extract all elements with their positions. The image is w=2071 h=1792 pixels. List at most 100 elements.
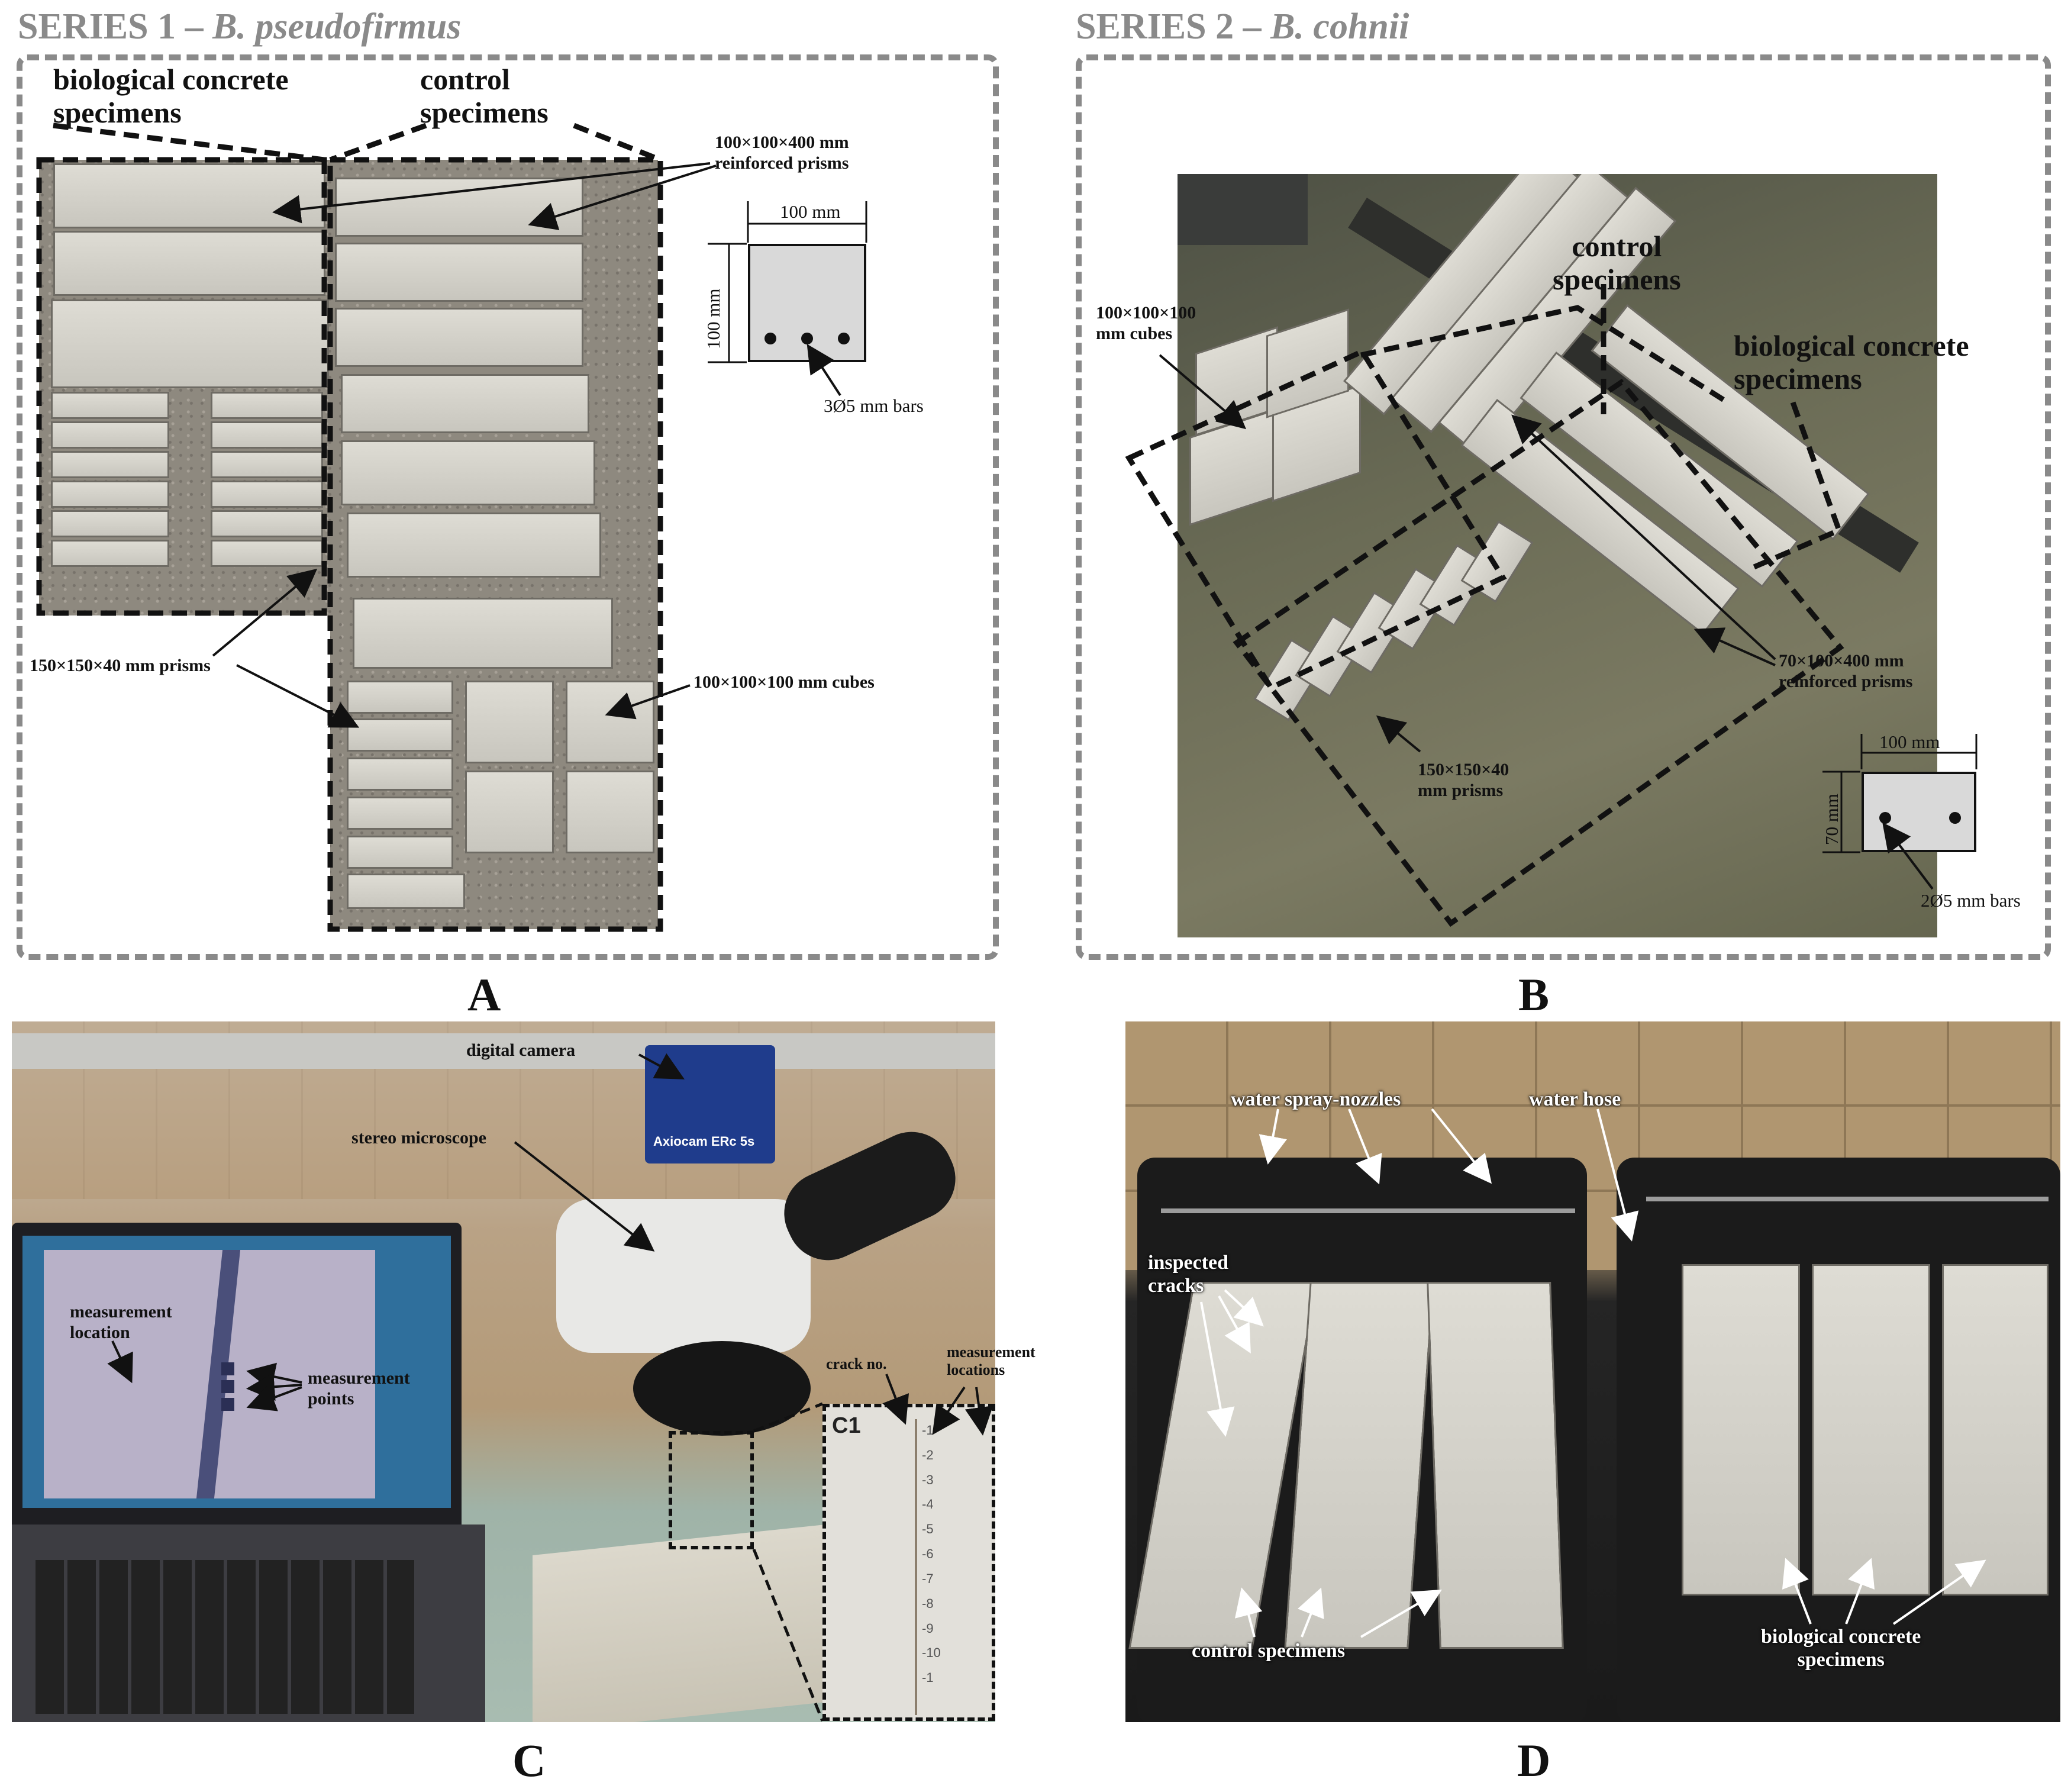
camera-brand-text: Axiocam ERc 5s bbox=[653, 1134, 755, 1149]
arrow-bars-a bbox=[807, 344, 841, 397]
control-cube bbox=[566, 771, 654, 853]
bio-small-prism bbox=[51, 481, 169, 508]
water-nozzles-label: water spray-nozzles bbox=[1231, 1088, 1401, 1110]
crack-mark: -6 bbox=[922, 1546, 934, 1562]
arrow-meas-loc-2 bbox=[964, 1387, 993, 1436]
bio-small-prism bbox=[211, 540, 323, 567]
arrow-meas-point-1 bbox=[246, 1362, 302, 1391]
arrow-bio-2 bbox=[1845, 1558, 1875, 1625]
rebar-dot bbox=[1949, 812, 1961, 824]
panel-letter-d: D bbox=[1517, 1735, 1551, 1786]
crack-mark: -9 bbox=[922, 1620, 934, 1636]
control-prism bbox=[353, 598, 613, 669]
control-prism bbox=[341, 374, 589, 433]
bio-small-prism bbox=[211, 510, 323, 537]
arrow-meas-point-2 bbox=[246, 1372, 302, 1401]
bio-specimen bbox=[1942, 1264, 2049, 1596]
section-bars-b: 2Ø5 mm bars bbox=[1921, 890, 2021, 911]
bio-small-prism bbox=[211, 451, 323, 478]
spray-pipe-right bbox=[1646, 1197, 2049, 1201]
control-specimens-label-b: control specimens bbox=[1553, 230, 1681, 296]
control-small-prism bbox=[347, 874, 465, 909]
inset-connector-bottom bbox=[752, 1549, 824, 1722]
panel-letter-a: A bbox=[467, 969, 501, 1020]
cube-group-outline-b bbox=[1125, 348, 1507, 691]
crack-id: C1 bbox=[832, 1413, 861, 1438]
arrow-small-b bbox=[1376, 715, 1421, 753]
crack-marks: -1-2-3-4-5-6-7-8-9-10-1 bbox=[922, 1423, 957, 1719]
arrow-prism-b-1 bbox=[1511, 414, 1776, 660]
arrow-control-1 bbox=[1234, 1587, 1263, 1638]
rebar-dot bbox=[838, 333, 850, 344]
bio-small-prism bbox=[51, 392, 169, 419]
arrow-control-2 bbox=[1297, 1587, 1324, 1638]
section-bars-a: 3Ø5 mm bars bbox=[824, 395, 924, 416]
control-prism bbox=[335, 243, 583, 302]
cubes-label-b: 100×100×100 mm cubes bbox=[1096, 303, 1196, 343]
arrow-bars-b bbox=[1882, 822, 1934, 890]
rebar-dot bbox=[764, 333, 776, 344]
control-bracket-a-right bbox=[573, 123, 662, 163]
arrow-microscope bbox=[514, 1141, 655, 1252]
arrow-crack-no bbox=[882, 1374, 909, 1425]
panel-c-photo: Axiocam ERc 5s C1 -1-2-3-4-5-6-7-8-9-10-… bbox=[12, 1021, 995, 1722]
crack-inset: C1 -1-2-3-4-5-6-7-8-9-10-1 bbox=[822, 1404, 995, 1721]
rebar-dot bbox=[1879, 812, 1891, 824]
rebar-dot bbox=[801, 333, 813, 344]
microscope-body bbox=[556, 1199, 811, 1353]
water-hose-label: water hose bbox=[1529, 1088, 1621, 1110]
series-2-prefix: SERIES 2 – bbox=[1076, 7, 1271, 47]
arrow-small-bio bbox=[212, 568, 318, 657]
arrow-hose bbox=[1596, 1108, 1639, 1242]
arrow-meas-loc-1 bbox=[932, 1386, 966, 1435]
series-1-species: B. pseudofirmus bbox=[212, 7, 462, 47]
arrow-cubes-b bbox=[1159, 354, 1247, 430]
crack-no-label: crack no. bbox=[826, 1355, 887, 1372]
cross-section-b bbox=[1862, 772, 1976, 852]
inset-source-box bbox=[669, 1431, 754, 1549]
stereo-microscope-label: stereo microscope bbox=[351, 1128, 486, 1148]
control-small-prism bbox=[347, 797, 453, 830]
arrow-bio-3 bbox=[1892, 1559, 1986, 1625]
arrow-prism-control bbox=[528, 165, 717, 230]
control-specimens-label-a: control specimens bbox=[420, 63, 549, 129]
arrow-small-control bbox=[236, 664, 360, 728]
bio-specimens-label-b: biological concrete specimens bbox=[1734, 329, 1969, 395]
arrow-nozzle-1 bbox=[1259, 1108, 1287, 1165]
bio-small-prism bbox=[51, 421, 169, 449]
laptop-screen bbox=[22, 1236, 451, 1508]
control-specimens-label-d: control specimens bbox=[1192, 1640, 1346, 1662]
cross-section-a bbox=[748, 244, 866, 362]
bio-prism bbox=[51, 299, 329, 388]
crack-mark: -1 bbox=[922, 1423, 934, 1438]
arrow-crack-3 bbox=[1200, 1301, 1235, 1437]
control-prism bbox=[335, 308, 583, 367]
spray-pipe-left bbox=[1161, 1208, 1575, 1213]
control-small-prism bbox=[347, 758, 453, 791]
photo-cutout bbox=[39, 615, 330, 935]
panel-d-photo bbox=[1125, 1021, 2060, 1722]
arrow-bio-1 bbox=[1782, 1558, 1812, 1625]
inset-connector-top bbox=[753, 1402, 823, 1433]
bio-small-prism bbox=[51, 510, 169, 537]
arrow-prism-b-2 bbox=[1693, 627, 1776, 666]
control-small-prism bbox=[347, 718, 453, 752]
measurement-points-label: measurement points bbox=[308, 1368, 410, 1409]
panel-b-photo bbox=[1178, 174, 1937, 937]
crack-mark: -2 bbox=[922, 1447, 934, 1462]
bio-specimens-label-a: biological concrete specimens bbox=[53, 63, 289, 129]
bio-small-prism bbox=[51, 451, 169, 478]
bio-specimens-label-d: biological concrete specimens bbox=[1761, 1626, 1921, 1671]
series-1-frame bbox=[17, 54, 999, 960]
bio-small-prism bbox=[211, 481, 323, 508]
measurement-point bbox=[221, 1398, 234, 1411]
small-prisms-label-a: 150×150×40 mm prisms bbox=[30, 656, 211, 675]
control-bracket-b bbox=[1360, 305, 1730, 405]
laptop-screen-bezel bbox=[12, 1223, 462, 1530]
crack-mark: -1 bbox=[922, 1670, 934, 1685]
inspected-cracks-label: inspected cracks bbox=[1148, 1252, 1228, 1297]
control-bracket-a-left bbox=[329, 123, 427, 163]
bio-small-prism bbox=[211, 421, 323, 449]
panel-letter-c: C bbox=[512, 1735, 546, 1786]
crack-mark: -8 bbox=[922, 1596, 934, 1611]
